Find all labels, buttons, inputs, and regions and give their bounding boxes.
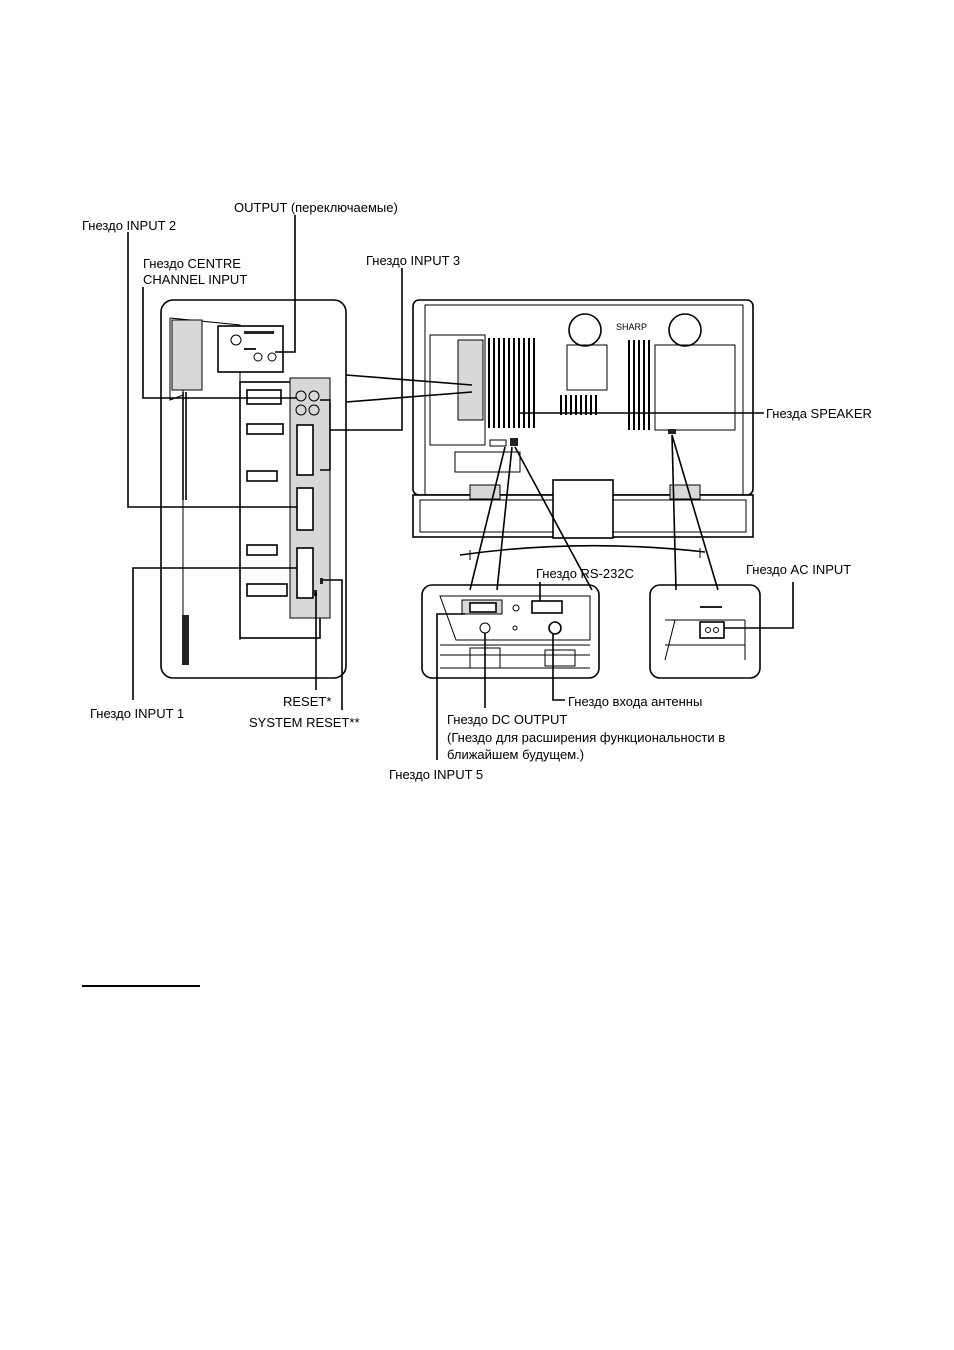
label-rs232c: Гнездо RS-232C bbox=[536, 566, 634, 581]
side-terminal-panel bbox=[161, 300, 346, 678]
label-input1: Гнездо INPUT 1 bbox=[90, 706, 184, 721]
label-input5: Гнездо INPUT 5 bbox=[389, 767, 483, 782]
label-ac-input: Гнездо AC INPUT bbox=[746, 562, 851, 577]
label-dc-desc2: ближайшем будущем.) bbox=[447, 747, 584, 762]
label-speaker: Гнезда SPEAKER bbox=[766, 406, 872, 421]
tv-rear-view: SHARP bbox=[413, 300, 753, 560]
label-dc-output: Гнездо DC OUTPUT bbox=[447, 712, 567, 727]
brand-logo: SHARP bbox=[616, 322, 647, 332]
inset-bottom-connectors bbox=[422, 585, 599, 678]
label-centre-line1: Гнездо CENTRE bbox=[143, 256, 241, 271]
label-output: OUTPUT (переключаемые) bbox=[234, 200, 398, 215]
label-input2: Гнездо INPUT 2 bbox=[82, 218, 176, 233]
label-input3: Гнездо INPUT 3 bbox=[366, 253, 460, 268]
inset-ac-input bbox=[650, 585, 760, 678]
label-reset: RESET* bbox=[283, 694, 331, 709]
label-antenna: Гнездо входа антенны bbox=[568, 694, 702, 709]
label-dc-desc1: (Гнездо для расширения функциональности … bbox=[447, 730, 725, 745]
label-system-reset: SYSTEM RESET** bbox=[249, 715, 360, 730]
label-centre-line2: CHANNEL INPUT bbox=[143, 272, 247, 287]
footnote-divider bbox=[82, 985, 200, 987]
